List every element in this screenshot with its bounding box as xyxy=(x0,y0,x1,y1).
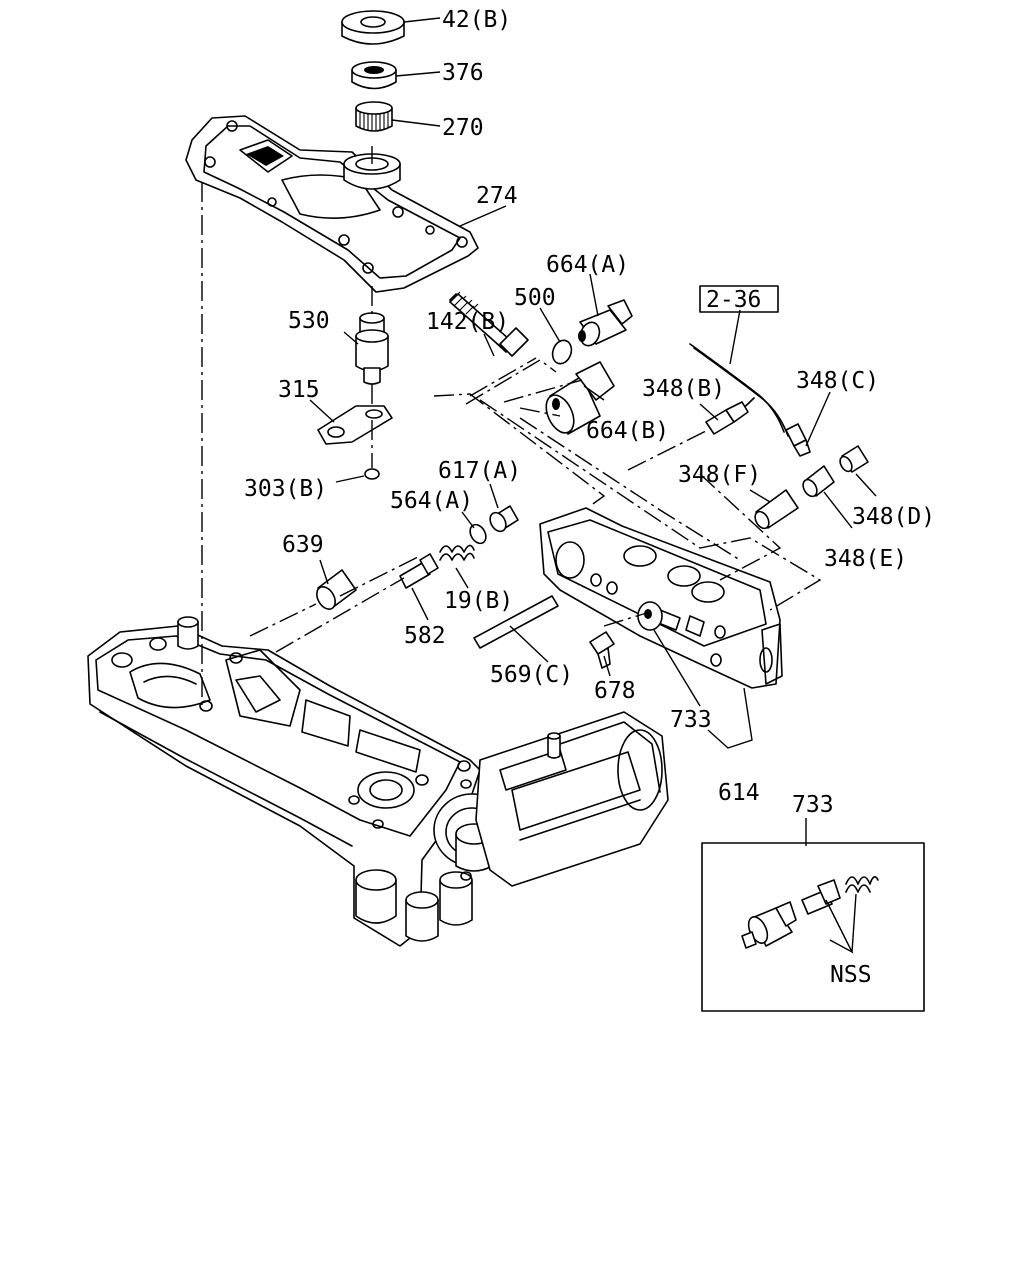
label-664a: 664(A) xyxy=(546,252,629,278)
label-303b: 303(B) xyxy=(244,476,327,502)
part-348e-sensor xyxy=(802,465,835,498)
label-617a: 617(A) xyxy=(438,458,521,484)
leader-lines xyxy=(309,17,877,954)
part-270-bearing xyxy=(355,101,393,132)
label-564a: 564(A) xyxy=(390,488,473,514)
label-348e: 348(E) xyxy=(824,546,907,572)
inset-spring xyxy=(845,876,879,893)
label-348c: 348(C) xyxy=(796,368,879,394)
part-315-plate xyxy=(317,405,393,445)
part-42b-cap xyxy=(341,10,405,45)
label-2-36: 2-36 xyxy=(706,287,761,313)
part-303b-oring xyxy=(364,468,380,480)
part-582-plunger xyxy=(399,553,439,589)
part-348b-sensor xyxy=(705,401,749,435)
label-639: 639 xyxy=(282,532,324,558)
part-678-plug xyxy=(589,631,615,669)
part-617a-plug xyxy=(489,505,519,533)
label-614: 614 xyxy=(718,780,760,806)
label-315: 315 xyxy=(278,377,320,403)
part-142b-bolt xyxy=(449,291,529,357)
label-530: 530 xyxy=(288,308,330,334)
label-348d: 348(D) xyxy=(852,504,935,530)
part-labels: 42(B) 376 270 274 664(A) 500 2-36 530 14… xyxy=(244,7,935,988)
part-639-sleeve xyxy=(316,569,357,610)
part-614-valve-body xyxy=(539,507,783,689)
inset-box xyxy=(701,842,925,1012)
part-569c-pin xyxy=(473,595,559,649)
inset-plunger xyxy=(801,879,841,915)
label-569c: 569(C) xyxy=(490,662,573,688)
part-348f-sensor xyxy=(754,489,799,530)
reference-box-2-36 xyxy=(699,285,779,313)
label-19b: 19(B) xyxy=(444,588,513,614)
label-733-inset: 733 xyxy=(792,792,834,818)
part-530-sensor xyxy=(355,312,389,385)
label-274: 274 xyxy=(476,183,518,209)
part-500-oring xyxy=(551,339,573,365)
label-348b: 348(B) xyxy=(642,376,725,402)
inset-733-valve xyxy=(741,901,797,949)
part-274-cover xyxy=(185,115,479,293)
part-19b-spring xyxy=(439,544,475,561)
part-664a-valve xyxy=(578,299,633,347)
label-582: 582 xyxy=(404,623,446,649)
label-500: 500 xyxy=(514,285,556,311)
label-733: 733 xyxy=(670,707,712,733)
part-564a-oring xyxy=(469,523,487,545)
label-678: 678 xyxy=(594,678,636,704)
part-348c-sensor xyxy=(785,423,811,457)
label-664b: 664(B) xyxy=(586,418,669,444)
alignment-lines xyxy=(201,146,822,706)
label-348f: 348(F) xyxy=(678,462,761,488)
part-376-nut xyxy=(351,61,397,90)
transmission-housing xyxy=(87,616,669,947)
part-348d-sensor xyxy=(839,445,869,473)
label-42b: 42(B) xyxy=(442,7,511,33)
label-142b: 142(B) xyxy=(426,309,509,335)
label-376: 376 xyxy=(442,60,484,86)
label-270: 270 xyxy=(442,115,484,141)
label-nss: NSS xyxy=(830,962,872,988)
